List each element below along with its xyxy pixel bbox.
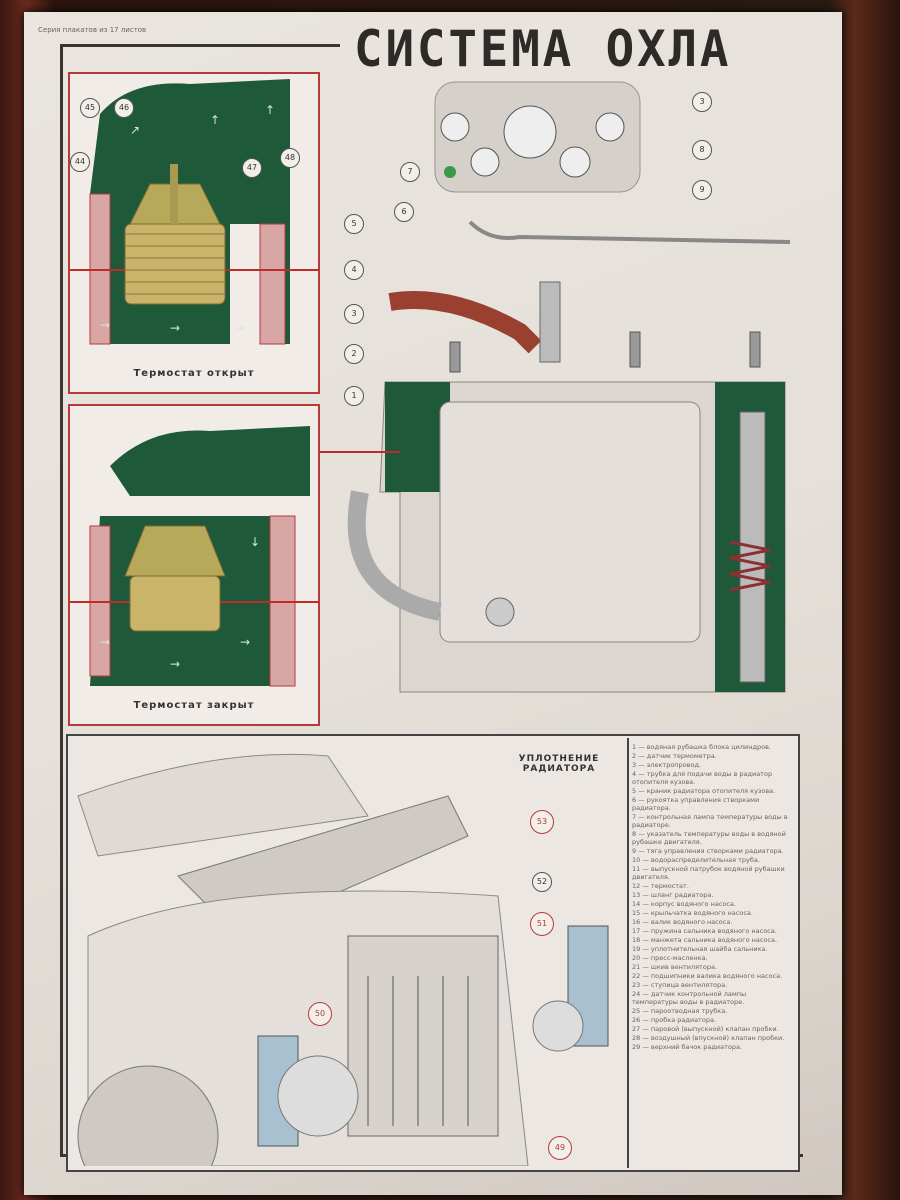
legend-item: 1 — водяная рубашка блока цилиндров. [632,743,771,751]
legend-item: 10 — водораспределительная труба. [632,856,760,864]
legend-item: 18 — манжета сальника водяного насоса. [632,936,778,944]
thermostat-open-caption: Термостат открыт [133,368,255,379]
callout-49: 49 [548,1136,572,1160]
legend-item: 21 — шкив вентилятора. [632,963,717,971]
thermostat-open-drawing: ↗ ↑ ↑ → → → [70,74,318,364]
legend-item: 13 — шланг радиатора. [632,891,714,899]
callout-8: 8 [692,140,712,160]
callout-51: 51 [530,912,554,936]
legend-item: 14 — корпус водяного насоса. [632,900,736,908]
callout-52: 52 [532,872,552,892]
legend-item: 6 — рукоятка управления створками радиат… [632,796,760,812]
car-panel: УПЛОТНЕНИЕ РАДИАТОРА [66,734,800,1200]
legend-item: 24 — датчик контрольной лампы температур… [632,990,747,1006]
thermostat-open-panel: ↗ ↑ ↑ → → → Термостат открыт [68,72,320,394]
svg-text:↓: ↓ [250,535,260,549]
callout-2: 2 [344,344,364,364]
svg-text:→: → [170,657,180,671]
callout-5: 5 [344,214,364,234]
callout-47: 47 [242,158,262,178]
callout-53: 53 [530,810,554,834]
svg-text:↑: ↑ [210,113,220,127]
legend-item: 3 — электропровод. [632,761,702,769]
svg-text:→: → [100,318,110,332]
radiator-seal-title: УПЛОТНЕНИЕ РАДИАТОРА [518,754,600,774]
svg-text:↑: ↑ [265,103,275,117]
legend-item: 16 — валик водяного насоса. [632,918,733,926]
legend-item: 27 — паровой (выпускной) клапан пробки. [632,1025,779,1033]
callout-45: 45 [80,98,100,118]
callout-3: 3 [344,304,364,324]
legend-item: 28 — воздушный (впускной) клапан пробки. [632,1034,785,1042]
svg-text:→: → [240,635,250,649]
legend-item: 22 — подшипники валика водяного насоса. [632,972,783,980]
series-note: Серия плакатов из 17 листов [38,26,147,34]
legend-item: 25 — пароотводная трубка. [632,1007,728,1015]
svg-text:→: → [100,635,110,649]
legend-item: 20 — пресс-масленка. [632,954,708,962]
parts-legend: 1 — водяная рубашка блока цилиндров.2 — … [627,738,797,1168]
callout-7: 7 [400,162,420,182]
callout-50: 50 [308,1002,332,1026]
thermostat-closed-drawing: → → → ↓ [70,406,318,696]
legend-item: 11 — выпускной патрубок водяной рубашки … [632,865,785,881]
svg-text:↗: ↗ [130,123,140,137]
thermostat-closed-panel: → → → ↓ Термостат закрыт [68,404,320,726]
callout-44: 44 [70,152,90,172]
callout-9: 9 [692,180,712,200]
legend-item: 15 — крыльчатка водяного насоса. [632,909,753,917]
callout-48: 48 [280,148,300,168]
callout-3-top: 3 [692,92,712,112]
legend-item: 12 — термостат. [632,882,689,890]
legend-item: 9 — тяга управления створками радиатора. [632,847,784,855]
callout-4: 4 [344,260,364,280]
svg-text:→: → [235,321,245,335]
thermostat-closed-caption: Термостат закрыт [133,700,255,711]
svg-text:→: → [170,321,180,335]
legend-item: 19 — уплотнительная шайба сальника. [632,945,768,953]
legend-item: 5 — краник радиатора отопителя кузова. [632,787,776,795]
car-front-drawing [77,753,609,1200]
legend-item: 2 — датчик термометра. [632,752,717,760]
poster: Серия плакатов из 17 листов СИСТЕМА ОХЛА… [24,12,842,1200]
legend-item: 7 — контрольная лампа температуры воды в… [632,813,788,829]
poster-title: СИСТЕМА ОХЛА [354,20,732,78]
callout-1: 1 [344,386,364,406]
callout-46: 46 [114,98,134,118]
legend-item: 26 — пробка радиатора. [632,1016,716,1024]
legend-item: 8 — указатель температуры воды в водяной… [632,830,786,846]
legend-item: 4 — трубка для подачи воды в радиатор от… [632,770,773,786]
engine-cooling-drawing [320,81,791,693]
callout-6: 6 [394,202,414,222]
title-rule [60,44,340,47]
legend-item: 17 — пружина сальника водяного насоса. [632,927,777,935]
legend-item: 29 — верхний бачок радиатора. [632,1043,743,1051]
legend-item: 23 — ступица вентилятора. [632,981,728,989]
